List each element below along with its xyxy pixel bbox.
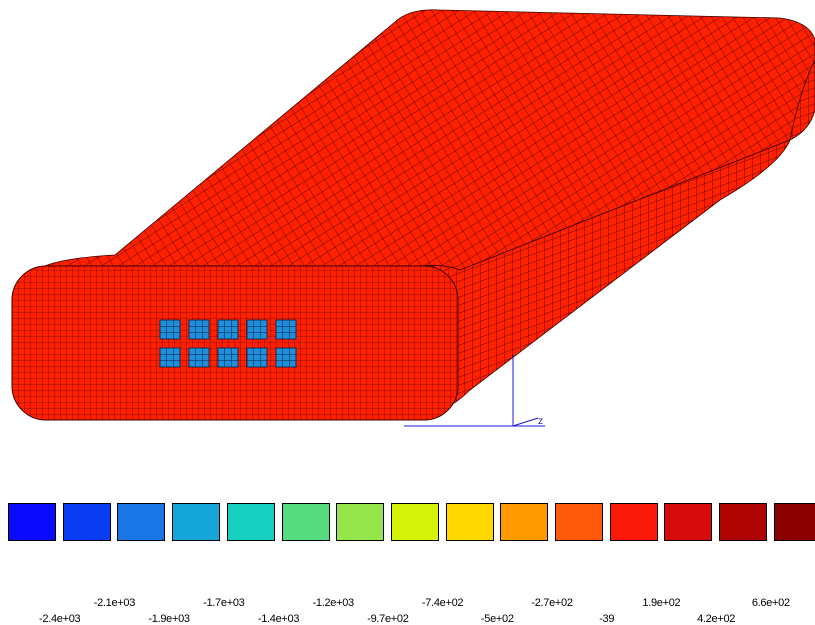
legend-swatch bbox=[226, 503, 275, 541]
mesh-patch bbox=[217, 319, 239, 340]
legend-swatch bbox=[555, 503, 603, 541]
legend-swatch bbox=[281, 503, 330, 541]
legend-tick-upper: -2.1e+03 bbox=[93, 597, 136, 609]
legend-swatch bbox=[609, 503, 658, 541]
legend-tick-lower: -1.4e+03 bbox=[257, 613, 300, 625]
z-axis-label: z bbox=[538, 416, 543, 427]
mesh-patch bbox=[217, 347, 239, 368]
legend-swatch bbox=[172, 503, 221, 541]
mesh-patch bbox=[246, 319, 268, 340]
legend-swatch bbox=[664, 503, 713, 541]
legend-tick-lower: -5e+02 bbox=[480, 613, 514, 625]
mesh-patch bbox=[188, 347, 210, 368]
legend-tick-upper: -1.2e+03 bbox=[312, 597, 355, 609]
mesh-patch bbox=[188, 319, 210, 340]
mesh-model: z bbox=[11, 9, 815, 427]
mesh-patch bbox=[275, 319, 297, 340]
legend-swatch bbox=[773, 503, 815, 541]
mesh-viewport[interactable]: z bbox=[0, 0, 815, 440]
mesh-patch bbox=[246, 347, 268, 368]
legend-swatch bbox=[8, 503, 56, 541]
legend-swatch bbox=[336, 503, 385, 541]
legend-tick-upper: -2.7e+02 bbox=[531, 597, 573, 609]
axis-triad: z bbox=[404, 355, 545, 427]
mesh-patch-group bbox=[159, 319, 297, 368]
mesh-patch bbox=[159, 347, 181, 368]
mesh-patch bbox=[275, 347, 297, 368]
legend-tick-lower: -1.9e+03 bbox=[148, 613, 190, 625]
legend-tick-upper: -1.7e+03 bbox=[203, 597, 245, 609]
legend-tick-upper: 6.6e+02 bbox=[751, 597, 790, 609]
legend-tick-lower: -2.4e+03 bbox=[39, 613, 81, 625]
legend-swatch bbox=[62, 503, 111, 541]
legend-tick-upper: 1.9e+02 bbox=[642, 597, 681, 609]
legend-swatch bbox=[719, 503, 768, 541]
legend-swatch bbox=[445, 503, 494, 541]
legend-tick-lower: -39 bbox=[599, 613, 615, 625]
legend-swatch bbox=[117, 503, 166, 541]
legend-swatch bbox=[500, 503, 549, 541]
legend-tick-lower: -9.7e+02 bbox=[367, 613, 409, 625]
legend-tick-lower: 4.2e+02 bbox=[697, 613, 736, 625]
color-legend: -2.1e+03 -1.7e+03 -1.2e+03 -7.4e+02 -2.7e+02… bbox=[0, 495, 815, 625]
legend-swatch bbox=[390, 503, 439, 541]
mesh-patch bbox=[159, 319, 181, 340]
legend-tick-upper: -7.4e+02 bbox=[421, 597, 464, 609]
